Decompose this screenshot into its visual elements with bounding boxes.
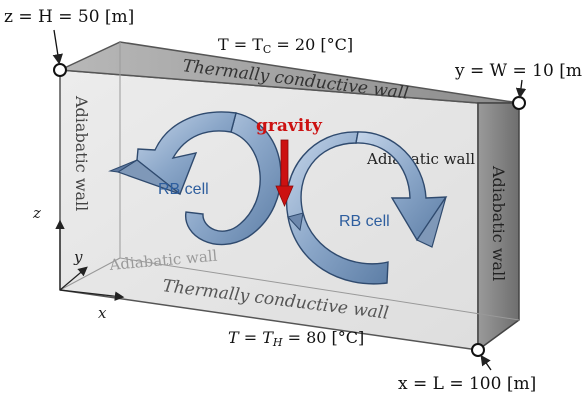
y-axis xyxy=(59,266,88,291)
hidden-edge-bottom xyxy=(119,257,520,321)
left-wall-label: Adiabatic wall xyxy=(72,95,91,211)
corner-label-top-left: z = H = 50 [m] xyxy=(4,7,134,27)
corner-label-top-right: y = W = 10 [m] xyxy=(454,61,583,81)
axis-label-x: x xyxy=(98,304,107,322)
left-rb-cell-label: RB cell xyxy=(158,181,209,198)
leader-top-right xyxy=(515,79,527,99)
back-wall-label: Adiabatic wall xyxy=(366,150,475,168)
axis-label-y: y xyxy=(73,248,83,266)
right-rb-cell-arrow xyxy=(285,131,448,285)
leader-top-left xyxy=(52,29,63,65)
corner-marker-bottom-right xyxy=(471,343,485,357)
gravity-label: gravity xyxy=(256,116,323,136)
corner-marker-top-left xyxy=(53,63,67,77)
gravity-arrow xyxy=(275,139,294,208)
x-axis xyxy=(59,289,125,301)
axis-label-z: z xyxy=(32,204,41,222)
right-wall-label: Adiabatic wall xyxy=(489,165,508,281)
right-rb-cell-label: RB cell xyxy=(339,213,390,230)
bottom-temperature-label: T = TH = 80 [°C] xyxy=(228,328,364,349)
corner-marker-top-right xyxy=(512,96,526,110)
top-temperature-label: T = TC = 20 [°C] xyxy=(218,35,353,56)
leader-bottom-right xyxy=(480,354,492,371)
hidden-edge-depth xyxy=(59,257,121,291)
corner-label-bottom-right: x = L = 100 [m] xyxy=(398,374,536,394)
